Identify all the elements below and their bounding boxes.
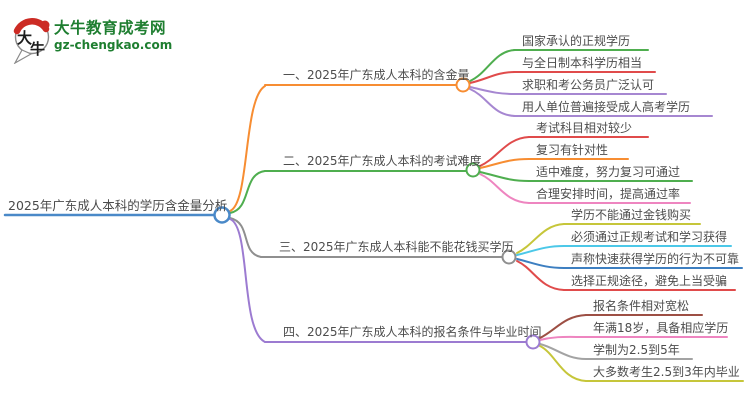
branch-1-label[interactable]: 一、2025年广东成人本科的含金量 [283,68,470,82]
logo-bubble-icon: 大 牛 [13,18,50,64]
node-handle-central[interactable] [213,206,231,224]
logo-title: 大牛教育成考网 [54,19,167,37]
bubble-tail [13,49,33,64]
logo-seal [40,20,50,30]
node-handle-branch-2[interactable] [465,162,481,178]
central-topic-label[interactable]: 2025年广东成人本科的学历含金量分析 [8,198,228,213]
leaf-1-4-label[interactable]: 用人单位普遍接受成人高考学历 [522,100,691,114]
leaf-1-3-label[interactable]: 求职和考公务员广泛认可 [522,78,655,92]
branch-3-label[interactable]: 三、2025年广东成人本科能不能花钱买学历 [279,240,514,254]
connector-branch3-leaf3 [516,258,565,269]
leaf-2-2-label[interactable]: 复习有针对性 [536,143,609,157]
connector-branch4-leaf2 [539,335,587,341]
connector-branch2-leaf3 [479,171,530,182]
connector-branch2-leaf1 [479,136,530,167]
connector-central-branch-2 [229,170,266,214]
connector-branch1-leaf2 [469,71,516,84]
node-handle-branch-1[interactable] [455,77,471,93]
branch-4-label[interactable]: 四、2025年广东成人本科的报名条件与毕业时间 [283,325,542,339]
branch-2-label[interactable]: 二、2025年广东成人本科的考试难度 [283,154,482,168]
node-handle-branch-4[interactable] [525,334,541,350]
logo-char-niu: 牛 [30,40,45,58]
connector-central-branch-3 [229,217,262,258]
connector-branch4-leaf3 [539,343,587,360]
leaf-1-1-label[interactable]: 国家承认的正规学历 [522,34,631,48]
connector-central-branch-1 [229,85,266,212]
leaf-4-3-label[interactable]: 学制为2.5到5年 [593,343,680,357]
leaf-3-4-label[interactable]: 选择正规途径，避免上当受骗 [571,274,728,288]
site-logo[interactable]: 大 牛 大牛教育成考网 gz-chengkao.com [8,12,238,64]
leaf-2-3-label[interactable]: 适中难度，努力复习可通过 [536,165,681,179]
connector-branch4-leaf1 [539,314,587,339]
connector-branch1-leaf1 [469,49,516,82]
leaf-2-1-label[interactable]: 考试科目相对较少 [536,121,633,135]
connector-branch3-leaf1 [516,223,565,254]
leaf-4-2-label[interactable]: 年满18岁，具备相应学历 [593,321,729,335]
connector-branch3-leaf4 [516,260,565,291]
connector-branch2-leaf4 [479,173,530,204]
connector-branch3-leaf2 [516,245,565,256]
leaf-3-2-label[interactable]: 必须通过正规考试和学习获得 [571,230,728,244]
leaf-3-1-label[interactable]: 学历不能通过金钱购买 [571,208,692,222]
logo-char-da: 大 [17,29,32,47]
leaf-4-4-label[interactable]: 大多数考生2.5到3年内毕业 [593,365,740,379]
connector-branch2-leaf2 [479,158,530,169]
leaf-4-1-label[interactable]: 报名条件相对宽松 [593,299,690,313]
connector-branch1-leaf4 [469,88,516,117]
leaf-2-4-label[interactable]: 合理安排时间，提高通过率 [536,187,681,201]
connector-central-branch-4 [229,218,266,343]
connector-branch4-leaf4 [539,345,587,382]
node-handle-branch-3[interactable] [501,249,517,265]
leaf-3-3-label[interactable]: 声称快速获得学历的行为不可靠 [571,252,740,266]
logo-domain: gz-chengkao.com [54,38,173,52]
leaf-1-2-label[interactable]: 与全日制本科学历相当 [522,56,643,70]
connector-branch1-leaf3 [469,86,516,95]
